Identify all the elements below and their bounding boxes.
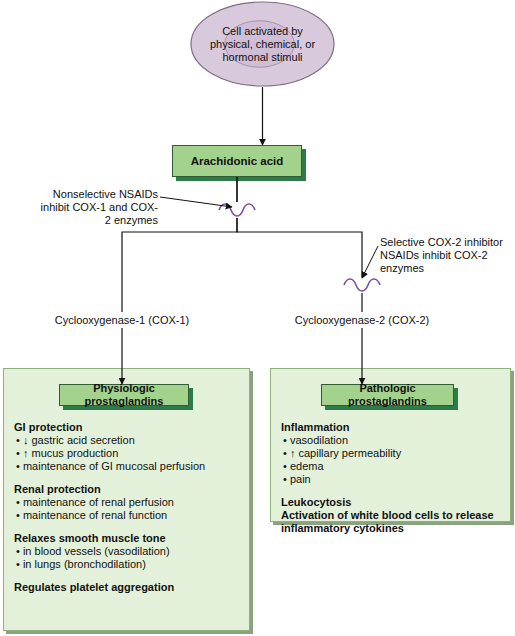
leader-arrow: [160, 197, 232, 207]
section-heading: Inflammation: [281, 421, 504, 434]
flow-arrow: [262, 87, 263, 145]
effects-panel: GI protection• ↓ gastric acid secretion•…: [3, 368, 250, 631]
enzyme-label: Cyclooxygenase-1 (COX-1): [52, 312, 193, 328]
panel-body: GI protection• ↓ gastric acid secretion•…: [14, 421, 243, 594]
node-text: Pathologic prostaglandins: [322, 382, 453, 408]
bullet-item: • ↑ capillary permeability: [281, 447, 504, 460]
bullet-item: • edema: [281, 460, 504, 473]
effects-panel: Inflammation• vasodilation• ↑ capillary …: [270, 368, 511, 522]
node-text: Cell activated by physical, chemical, or…: [206, 25, 320, 64]
bullet-item: • in blood vessels (vasodilation): [14, 545, 243, 558]
section-heading: Leukocytosis: [281, 496, 504, 509]
section-heading: Relaxes smooth muscle tone: [14, 532, 243, 545]
panel-body: Inflammation• vasodilation• ↑ capillary …: [281, 421, 504, 535]
wave-gap: [343, 277, 381, 293]
section-heading: Renal protection: [14, 483, 243, 496]
enzyme-label: Cyclooxygenase-2 (COX-2): [292, 312, 433, 328]
bullet-item: • ↑ mucus production: [14, 447, 243, 460]
callout-note: Selective COX-2 inhibitor NSAIDs inhibit…: [380, 236, 512, 275]
leader-arrow: [362, 246, 378, 278]
header-box: Pathologic prostaglandins: [321, 384, 454, 406]
cell-membrane: [191, 2, 334, 86]
node-text: Arachidonic acid: [191, 155, 284, 167]
wave-gap: [218, 202, 256, 218]
cell-shape: Cell activated by physical, chemical, or…: [190, 1, 335, 87]
process-box: Arachidonic acid: [172, 145, 302, 177]
bullet-item: • maintenance of renal function: [14, 509, 243, 522]
bullet-item: • pain: [281, 473, 504, 486]
inhibition-wave: [344, 279, 380, 291]
bullet-item: • in lungs (bronchodilation): [14, 558, 243, 571]
bullet-item: • ↓ gastric acid secretion: [14, 434, 243, 447]
bullet-item: • maintenance of GI mucosal perfusion: [14, 460, 243, 473]
node-text: Physiologic prostaglandins: [60, 382, 188, 408]
header-box: Physiologic prostaglandins: [59, 384, 189, 406]
callout-note: Nonselective NSAIDs inhibit COX-1 and CO…: [40, 188, 158, 227]
section-heading: Activation of white blood cells to relea…: [281, 509, 504, 535]
bullet-item: • vasodilation: [281, 434, 504, 447]
bullet-item: • maintenance of renal perfusion: [14, 496, 243, 509]
section-heading: Regulates platelet aggregation: [14, 581, 243, 594]
section-heading: GI protection: [14, 421, 243, 434]
